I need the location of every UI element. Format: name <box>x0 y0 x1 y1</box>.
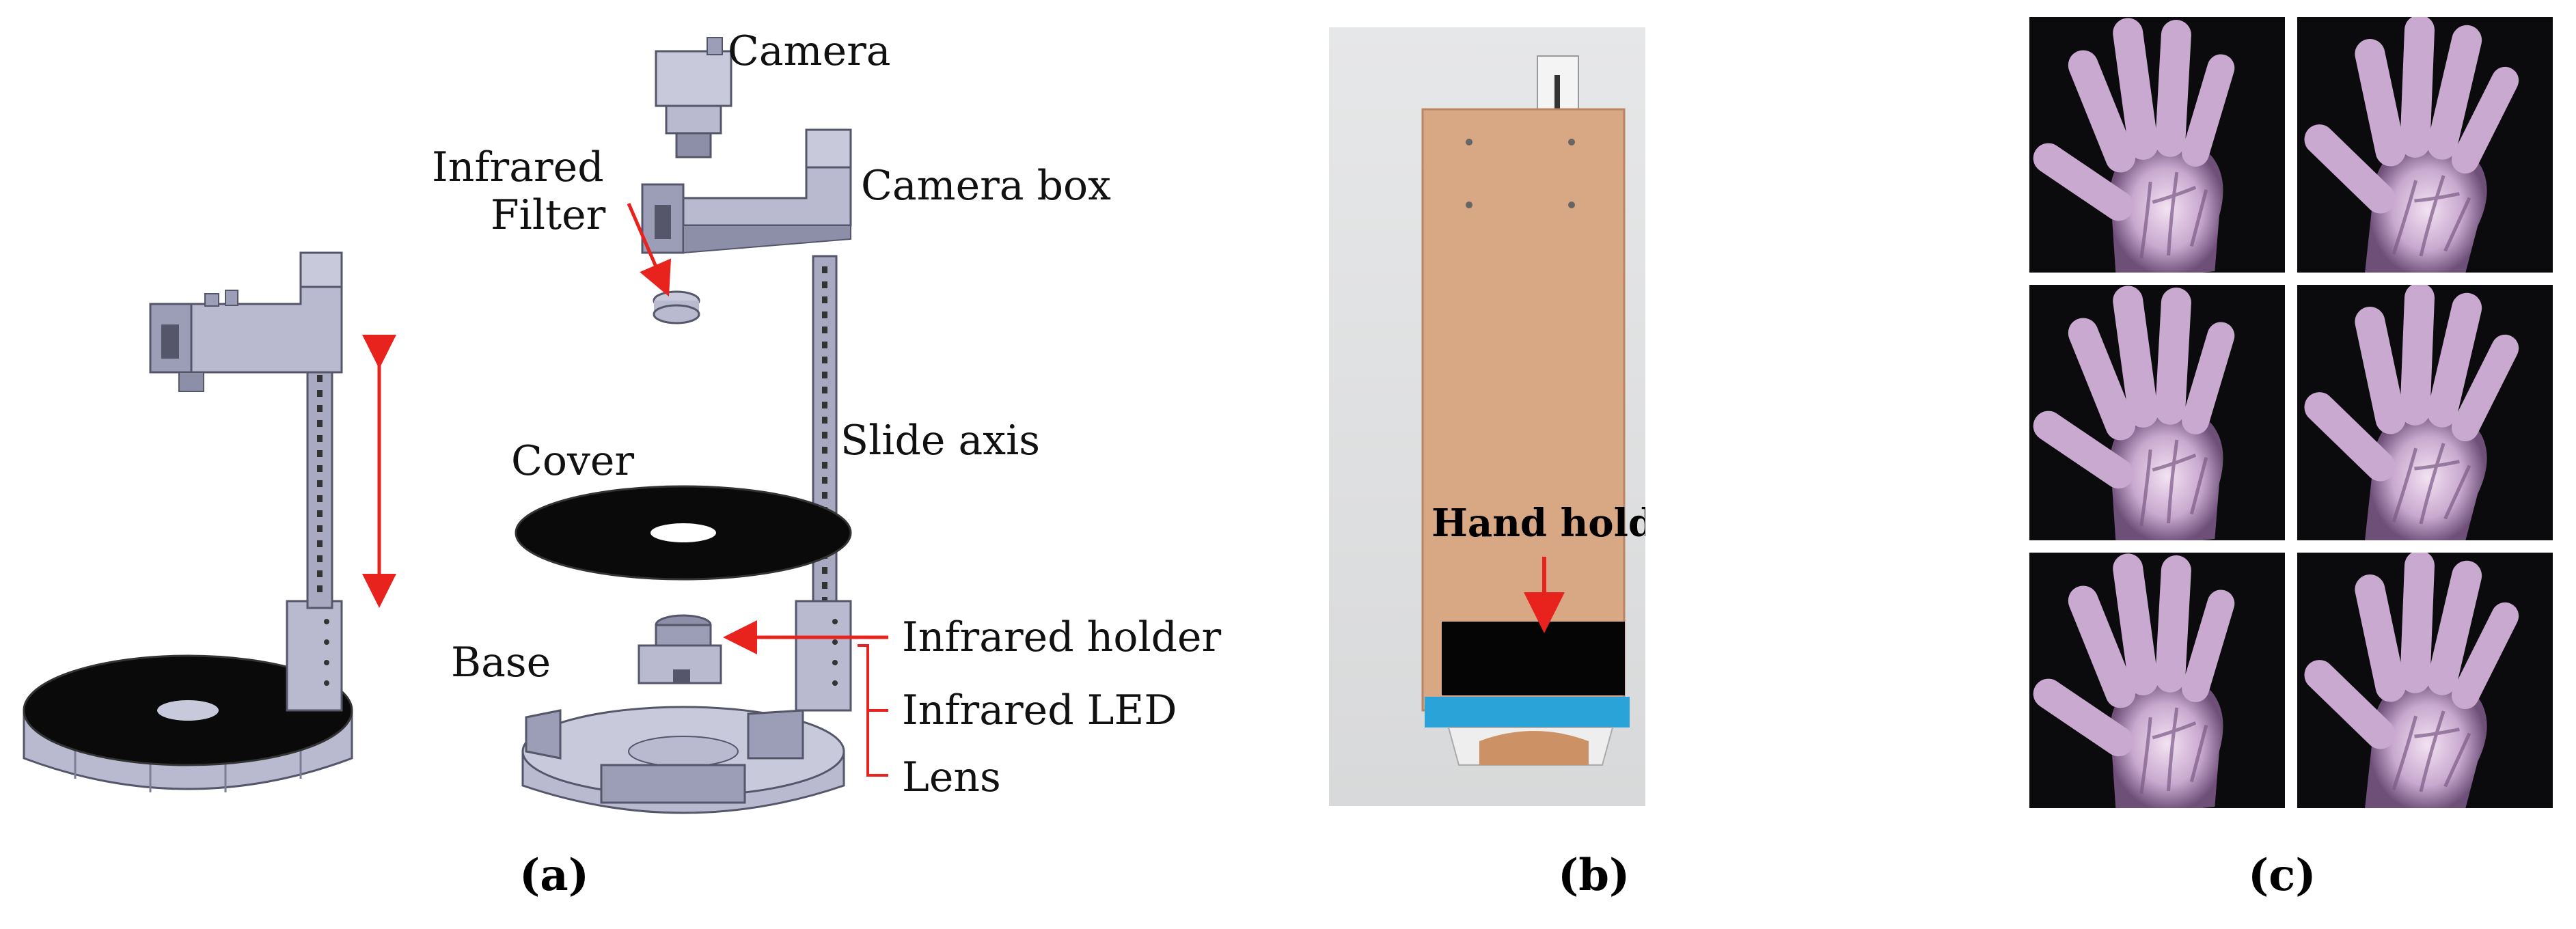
label-infrared-filter-2: Filter <box>491 191 606 239</box>
label-infrared-filter-1: Infrared <box>432 143 604 191</box>
hand-silhouette <box>2033 18 2235 273</box>
hand-image-4 <box>2297 285 2553 540</box>
caption-c: (c) <box>2248 850 2316 901</box>
hand-silhouette <box>2304 553 2519 808</box>
hand-image-3 <box>2029 285 2285 540</box>
label-hand-hold: Hand hold <box>1431 501 1645 546</box>
label-infrared-holder: Infrared holder <box>902 613 1222 661</box>
label-infrared-led: Infrared LED <box>902 687 1177 734</box>
hand-silhouette <box>2033 286 2235 540</box>
device-photo: Hand hold <box>1329 27 1645 806</box>
hand-image-6 <box>2297 553 2553 808</box>
label-lens: Lens <box>902 753 1001 801</box>
assembled-device <box>23 251 396 792</box>
hand-silhouette <box>2033 553 2235 808</box>
label-camera-box: Camera box <box>861 162 1111 210</box>
exploded-view <box>515 37 888 814</box>
caption-a: (a) <box>519 850 590 901</box>
caption-b: (b) <box>1558 850 1630 901</box>
hand-image-1 <box>2029 17 2285 273</box>
panel-a-drawing <box>23 37 888 814</box>
label-base: Base <box>451 639 551 687</box>
hand-silhouette <box>2304 285 2519 540</box>
device-photo-drawing <box>1421 55 1630 766</box>
label-slide-axis: Slide axis <box>840 417 1041 464</box>
label-camera: Camera <box>728 27 891 75</box>
hand-image-grid <box>2029 17 2553 809</box>
label-cover: Cover <box>511 437 635 485</box>
hand-silhouette <box>2304 17 2519 273</box>
hand-image-2 <box>2297 17 2553 273</box>
hand-image-5 <box>2029 553 2285 808</box>
